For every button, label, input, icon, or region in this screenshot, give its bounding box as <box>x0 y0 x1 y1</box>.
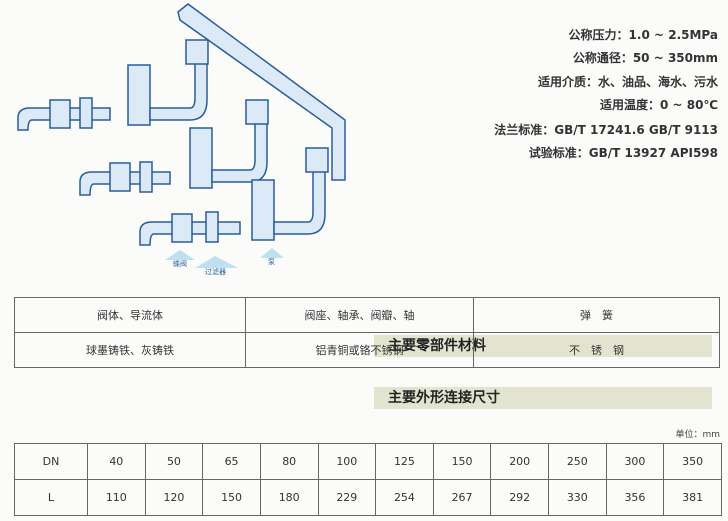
table-row: 阀体、导流体 阀座、轴承、阀瓣、轴 弹 簧 <box>14 297 720 333</box>
diagram-label-filter: 过滤器 <box>205 267 226 276</box>
table-row: 球墨铸铁、灰铸铁 铝青铜或铬不锈钢 不 锈 钢 <box>14 332 720 368</box>
table-cell: 229 <box>317 479 377 516</box>
table-cell: 120 <box>144 479 204 516</box>
table-cell: 150 <box>432 443 492 480</box>
diagram-label-pump: 泵 <box>268 258 275 266</box>
spec-temperature: 适用温度：0 ~ 80℃ <box>600 98 718 112</box>
table-cell: 110 <box>87 479 146 516</box>
table-cell: 292 <box>490 479 549 516</box>
materials-table: 阀体、导流体 阀座、轴承、阀瓣、轴 弹 簧 球墨铸铁、灰铸铁 铝青铜或铬不锈钢 … <box>14 297 720 368</box>
table-cell: 80 <box>259 443 319 480</box>
spec-medium: 适用介质：水、油品、海水、污水 <box>537 75 718 89</box>
dimensions-title: 主要外形连接尺寸 <box>374 387 712 409</box>
table-cell: 125 <box>375 443 434 480</box>
table-cell: 100 <box>317 443 377 480</box>
table-cell: 267 <box>432 479 492 516</box>
table-cell: 40 <box>87 443 146 480</box>
spec-flange-standard: 法兰标准：GB/T 17241.6 GB/T 9113 <box>494 123 718 137</box>
table-cell: 65 <box>202 443 261 480</box>
table-cell: 阀体、导流体 <box>14 297 246 333</box>
table-cell: 250 <box>548 443 607 480</box>
table-cell: 50 <box>144 443 204 480</box>
spec-nominal-pressure: 公称压力：1.0 ~ 2.5MPa <box>568 28 718 42</box>
table-cell: 球墨铸铁、灰铸铁 <box>14 332 246 368</box>
table-cell: 阀座、轴承、阀瓣、轴 <box>245 297 474 333</box>
table-cell: 不 锈 钢 <box>473 332 720 368</box>
spec-test-standard: 试验标准：GB/T 13927 API598 <box>528 146 718 160</box>
table-cell: 330 <box>548 479 607 516</box>
table-cell: 381 <box>663 479 722 516</box>
table-cell: 350 <box>663 443 722 480</box>
table-cell: 356 <box>605 479 665 516</box>
table-cell: 150 <box>202 479 261 516</box>
table-cell: 254 <box>375 479 434 516</box>
pipeline-installation-diagram: 蝶阀 过滤器 泵 <box>17 3 346 276</box>
table-cell: 200 <box>490 443 549 480</box>
row-label: DN <box>14 443 88 480</box>
row-label: L <box>14 479 88 516</box>
table-cell: 300 <box>605 443 665 480</box>
diagram-label-butterfly-valve: 蝶阀 <box>173 259 187 268</box>
table-cell: 铝青铜或铬不锈钢 <box>245 332 474 368</box>
spec-nominal-diameter: 公称通径：50 ~ 350mm <box>572 51 718 65</box>
table-cell: 弹 簧 <box>473 297 720 333</box>
unit-label: 单位：mm <box>675 430 720 440</box>
table-cell: 180 <box>259 479 319 516</box>
